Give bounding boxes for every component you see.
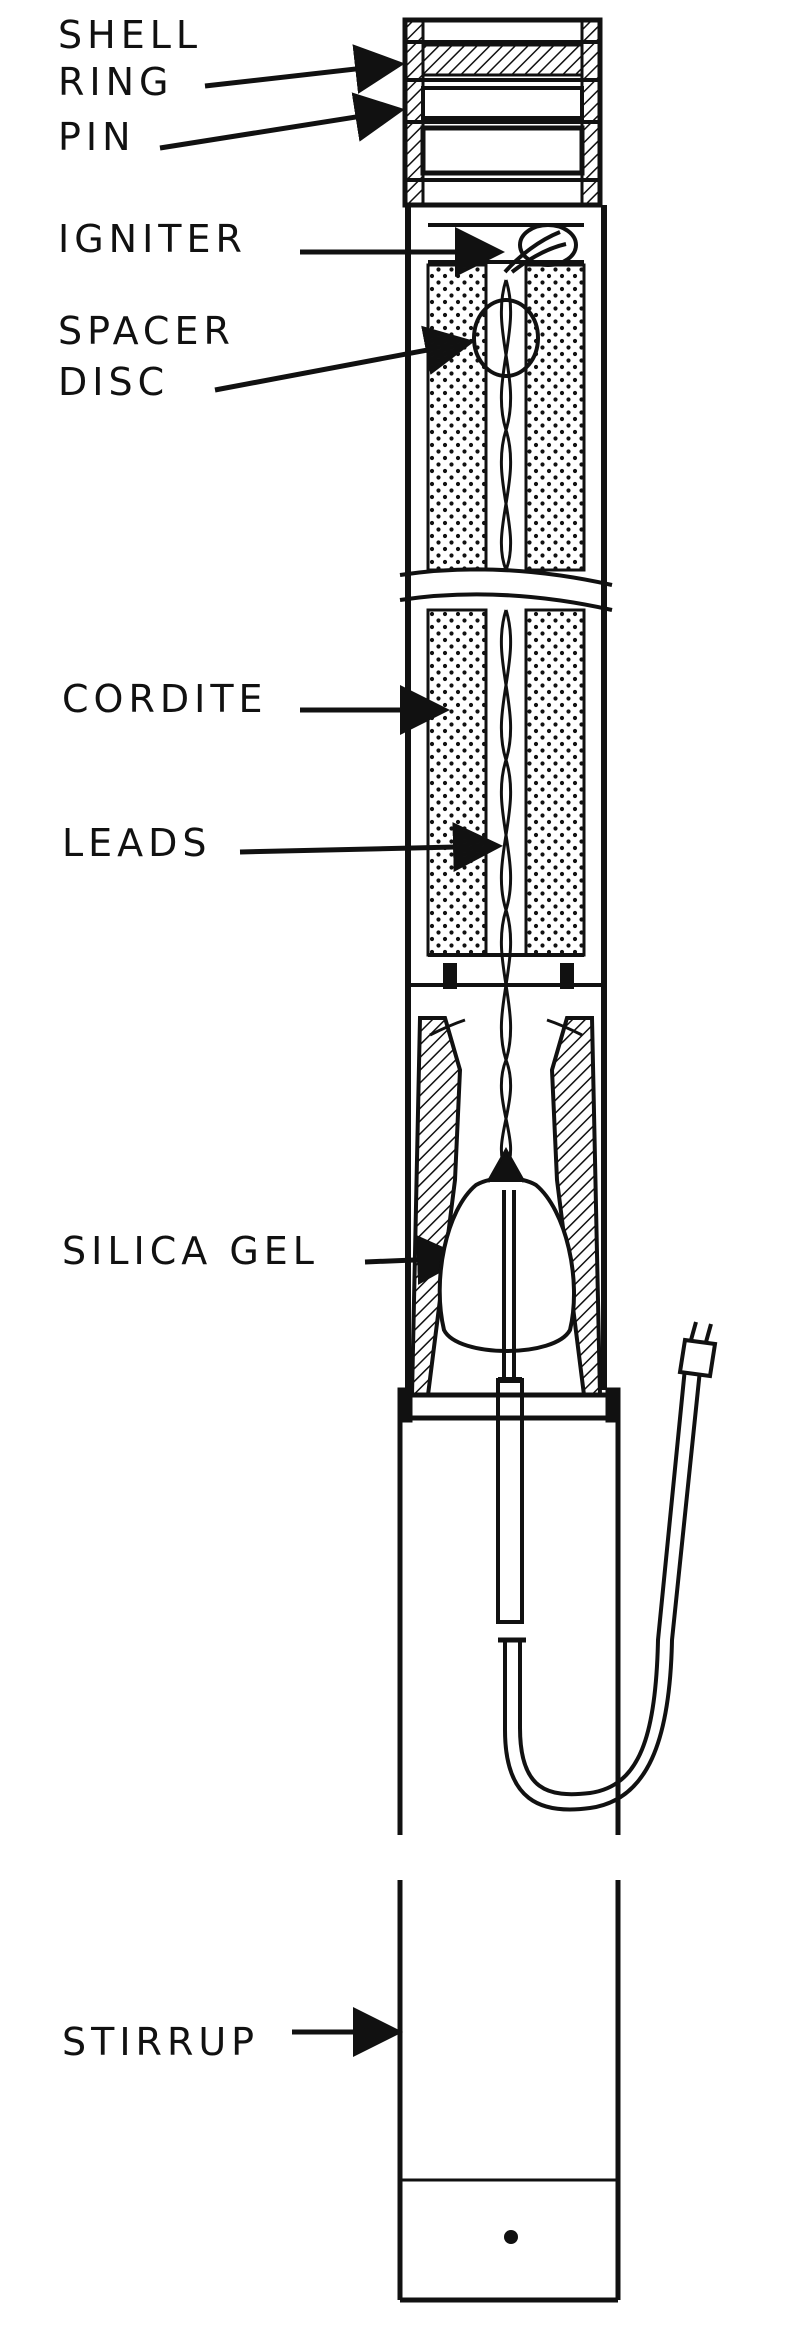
tube-walls bbox=[399, 205, 613, 1390]
spacer-disc bbox=[472, 298, 540, 378]
label-stirrup: STIRRUP bbox=[62, 2020, 259, 2064]
label-disc: DISC bbox=[58, 360, 169, 404]
label-ring: RING bbox=[58, 60, 173, 104]
silica-gel-bag bbox=[437, 1176, 577, 1353]
label-silica-gel: SILICA GEL bbox=[62, 1229, 319, 1273]
base-flange bbox=[397, 1387, 621, 1423]
label-pin: PIN bbox=[58, 115, 136, 159]
contact-disc bbox=[408, 963, 604, 989]
plug-icon bbox=[677, 1321, 718, 1379]
arrow-pin bbox=[159, 92, 405, 151]
label-shell: SHELL bbox=[58, 13, 202, 57]
label-spacer: SPACER bbox=[58, 309, 235, 353]
label-cordite: CORDITE bbox=[62, 677, 268, 721]
shell-ring-cap bbox=[402, 17, 603, 208]
electric-cord bbox=[498, 1367, 702, 1812]
cordite-upper bbox=[426, 263, 586, 572]
twisted-leads bbox=[499, 279, 513, 1171]
label-igniter: IGNITER bbox=[58, 217, 247, 261]
igniter bbox=[428, 223, 584, 274]
stirrup-hole bbox=[504, 2230, 518, 2244]
stirrup bbox=[397, 1420, 621, 2303]
label-leads: LEADS bbox=[62, 821, 212, 865]
arrow-shell bbox=[204, 44, 405, 94]
cordite-lower bbox=[426, 608, 586, 957]
